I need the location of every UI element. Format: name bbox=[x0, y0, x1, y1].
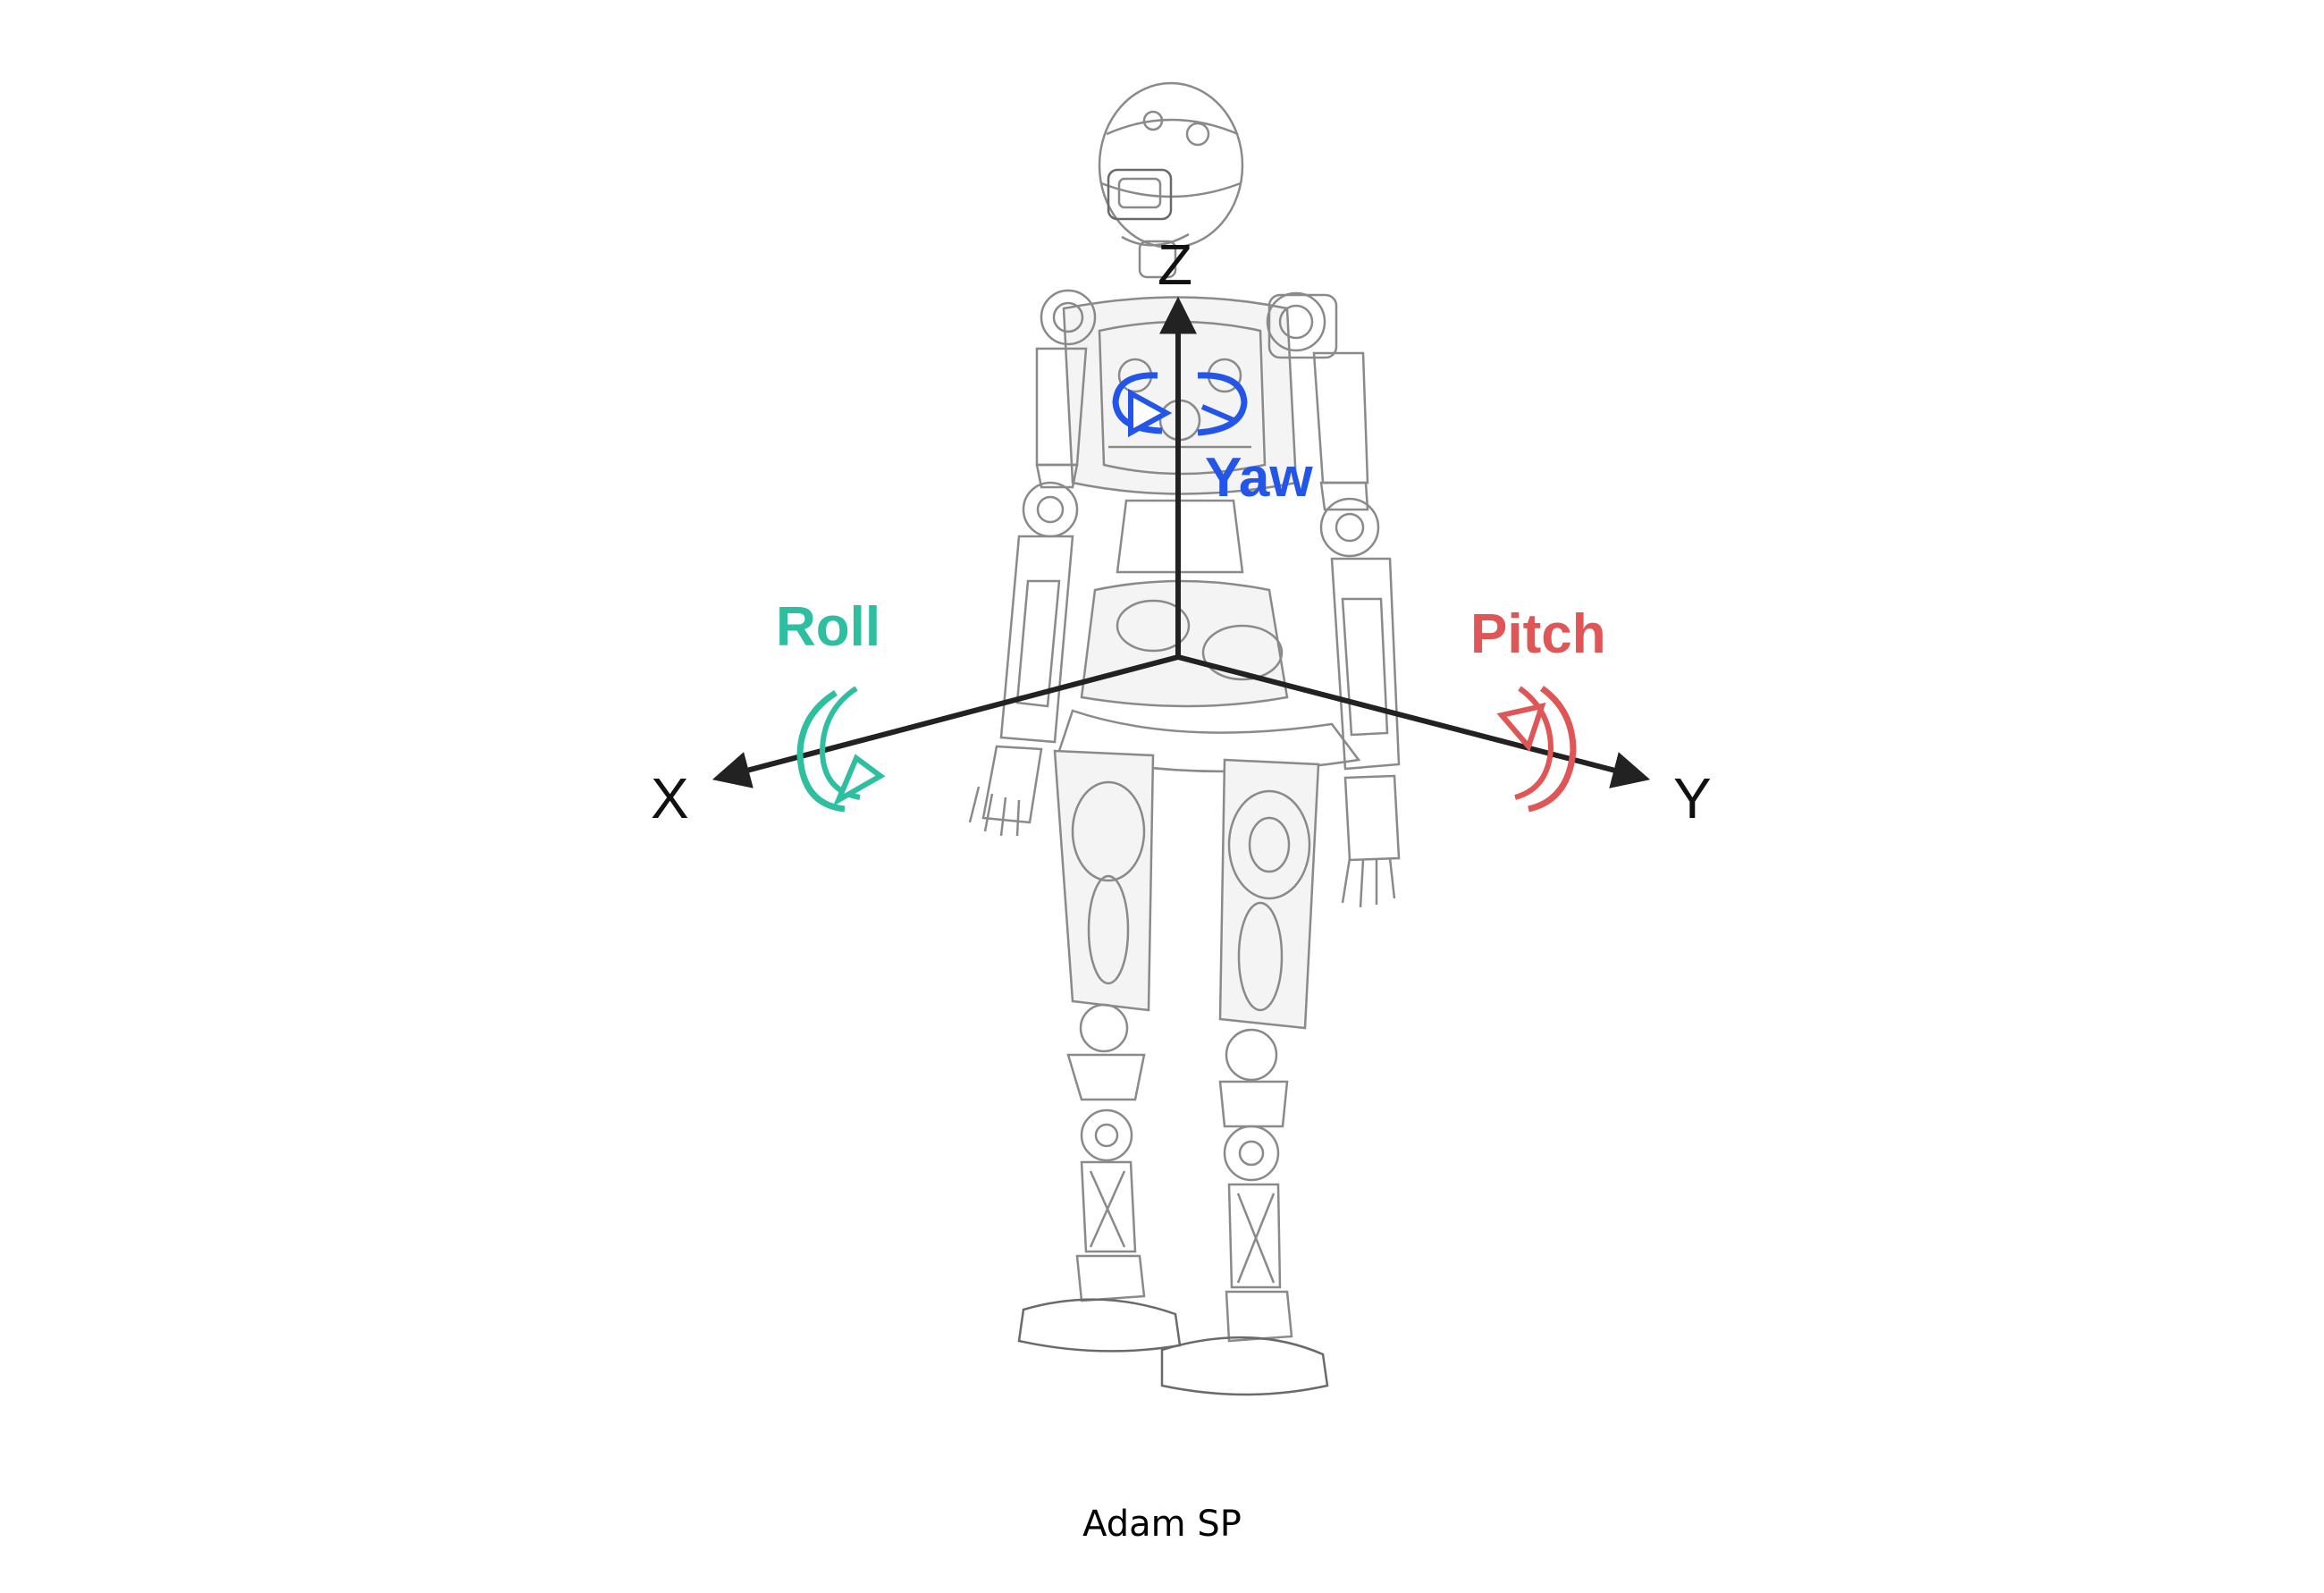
x-axis bbox=[712, 654, 1179, 788]
coordinate-axes: Z X Y bbox=[651, 232, 1712, 830]
robot-left-arm bbox=[968, 347, 1088, 837]
robot-right-arm bbox=[1312, 351, 1401, 908]
robot-left-leg bbox=[1017, 749, 1182, 1353]
pitch-label: Pitch bbox=[1470, 603, 1606, 665]
robot-shoulders bbox=[1040, 289, 1338, 359]
robot-head bbox=[1098, 81, 1244, 279]
robot-right-leg bbox=[1160, 758, 1329, 1396]
x-axis-label: X bbox=[651, 766, 689, 830]
roll-rotation-arrow bbox=[796, 686, 886, 813]
robot-torso bbox=[1057, 296, 1361, 773]
pitch-rotation-arrow bbox=[1496, 686, 1577, 813]
y-axis bbox=[1177, 654, 1651, 788]
diagram-caption: Adam SP bbox=[1082, 1504, 1242, 1545]
yaw-rotation-arrow bbox=[1112, 372, 1248, 438]
yaw-label: Yaw bbox=[1205, 447, 1313, 509]
z-axis-label: Z bbox=[1158, 232, 1192, 297]
roll-label: Roll bbox=[776, 596, 880, 658]
y-axis-label: Y bbox=[1673, 766, 1712, 830]
